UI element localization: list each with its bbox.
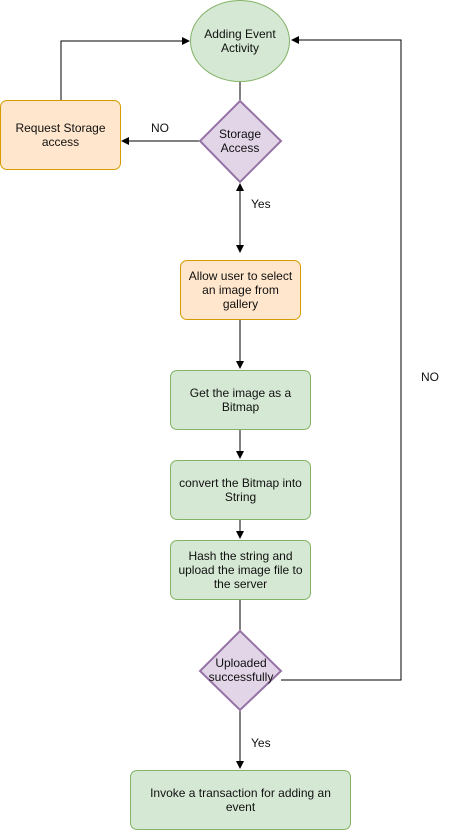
start-node: Adding Event Activity — [190, 0, 290, 82]
start-label: Adding Event Activity — [204, 27, 276, 55]
invoke-transaction-label: Invoke a transaction for adding an event — [150, 786, 331, 814]
edge-uploaded-no — [281, 36, 402, 681]
uploaded-label: Uploaded successfully — [208, 656, 274, 684]
hash-upload-label: Hash the string and upload the image fil… — [178, 549, 303, 591]
convert-bitmap-label: convert the Bitmap into String — [179, 476, 302, 504]
request-storage-node: Request Storage access — [0, 100, 121, 170]
request-storage-label: Request Storage access — [15, 121, 106, 149]
upload-no-label: NO — [421, 370, 439, 384]
convert-bitmap-node: convert the Bitmap into String — [170, 460, 311, 520]
uploaded-diamond — [198, 629, 283, 712]
get-bitmap-label: Get the image as a Bitmap — [189, 386, 292, 414]
get-bitmap-node: Get the image as a Bitmap — [170, 370, 311, 430]
edge-request-to-start — [60, 37, 190, 100]
hash-upload-node: Hash the string and upload the image fil… — [170, 540, 311, 600]
storage-no-label: NO — [151, 121, 169, 135]
upload-yes-label: Yes — [251, 736, 271, 750]
storage-yes-label: Yes — [251, 197, 271, 211]
storage-access-label: Storage Access — [218, 127, 262, 155]
select-image-node: Allow user to select an image from galle… — [180, 260, 301, 320]
select-image-label: Allow user to select an image from galle… — [188, 269, 293, 311]
invoke-transaction-node: Invoke a transaction for adding an event — [130, 770, 351, 830]
storage-access-diamond — [198, 99, 283, 184]
